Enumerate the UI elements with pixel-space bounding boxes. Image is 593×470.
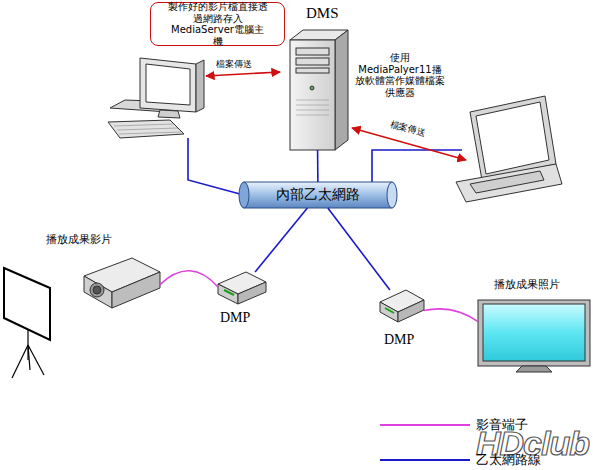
callout-box: 製作好的影片檔直接透過網路存入MediaServer電腦主機: [150, 2, 285, 46]
dmp-label: DMP: [384, 332, 414, 348]
node-title: DMS: [306, 5, 339, 22]
dmp-node: DMP: [380, 290, 424, 322]
projection-screen: [4, 268, 50, 378]
projector: [84, 258, 160, 308]
edge-note: 檔案傳送: [216, 58, 252, 71]
desktop-pc: [108, 58, 204, 138]
legend-text: 影音端子: [476, 416, 528, 434]
legend-text: 乙太網路線: [476, 451, 541, 469]
tv-node: 播放成果照片: [478, 300, 590, 366]
flat-tv: [478, 300, 590, 372]
node-caption: 播放成果照片: [494, 279, 560, 292]
callout-text: 製作好的影片檔直接透過網路存入MediaServer電腦主機: [151, 3, 284, 45]
ethernet-cable: [255, 208, 307, 272]
ethernet-pipe-node: 內部乙太網路: [244, 182, 392, 208]
legend-sample: [380, 425, 470, 460]
server-node: DMS使用MediaPalyer11播放軟體當作媒體檔案供應器: [288, 30, 346, 150]
ethernet-pipe: [239, 182, 397, 208]
dmp-node: DMP: [218, 272, 266, 304]
node-caption: 播放成果影片: [46, 234, 112, 247]
av-cable: [160, 271, 218, 287]
projector-node: 播放成果影片: [84, 258, 160, 308]
laptop: [456, 96, 562, 202]
server-tower: [290, 30, 348, 150]
dmp-label: DMP: [220, 310, 250, 326]
ethernet-cable: [317, 150, 319, 182]
node-note: 使用MediaPalyer11播放軟體當作媒體檔案供應器: [354, 52, 446, 98]
av-cable: [424, 309, 478, 322]
pipe-label: 內部乙太網路: [244, 186, 392, 202]
ethernet-cable: [328, 208, 390, 290]
edge-note: 檔案傳送: [389, 118, 427, 140]
